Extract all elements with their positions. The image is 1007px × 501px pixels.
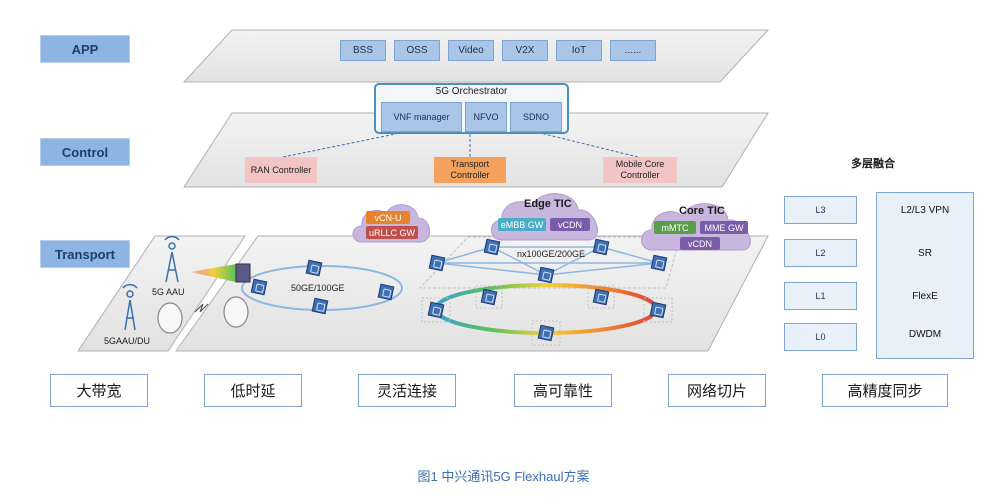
- tech-l2l3-vpn: L2/L3 VPN: [900, 205, 950, 216]
- feature-bandwidth: 大带宽: [50, 374, 148, 407]
- level-l0: L0: [784, 323, 857, 351]
- mobile-core-controller: Mobile Core Controller: [603, 157, 677, 183]
- aau-beam: [190, 264, 236, 282]
- tag-mmtc: mMTC: [654, 221, 696, 234]
- level-l2: L2: [784, 239, 857, 267]
- sdno-box: SDNO: [510, 102, 562, 132]
- tag-vcn-u: vCN-U: [366, 211, 410, 224]
- tech-sr: SR: [918, 248, 932, 259]
- link-ran-orch: [282, 130, 411, 158]
- ran-controller: RAN Controller: [245, 157, 317, 183]
- microwave-dish: [157, 296, 249, 334]
- transport-plane: [175, 235, 769, 352]
- app-item-iot: IoT: [556, 40, 602, 61]
- level-l3: L3: [784, 196, 857, 224]
- label-5g-aau: 5G AAU: [152, 287, 185, 297]
- edge-tic-title: Edge TIC: [524, 198, 572, 210]
- tag-embb-gw: eMBB GW: [498, 218, 546, 231]
- app-item-more: ......: [610, 40, 656, 61]
- core-mesh: [436, 246, 660, 276]
- vnf-manager-box: VNF manager: [381, 102, 462, 132]
- orchestrator-box: 5G Orchestrator VNF manager NFVO SDNO: [374, 83, 569, 134]
- label-nx100ge: nx100GE/200GE: [517, 249, 586, 259]
- du-box: [235, 263, 251, 283]
- feature-latency: 低时延: [204, 374, 302, 407]
- core-tic-title: Core TIC: [679, 205, 725, 217]
- nfvo-box: NFVO: [465, 102, 507, 132]
- tech-flexe: FlexE: [912, 291, 938, 302]
- tech-stack: L2/L3 VPN SR FlexE DWDM: [876, 192, 974, 359]
- app-item-oss: OSS: [394, 40, 440, 61]
- transport-controller: Transport Controller: [434, 157, 506, 183]
- feature-sync: 高精度同步: [822, 374, 948, 407]
- tag-core-vcdn: vCDN: [680, 237, 720, 250]
- edge-cloud: [491, 193, 598, 241]
- tower-5g-aau: [164, 235, 180, 283]
- app-item-v2x: V2X: [502, 40, 548, 61]
- label-50ge: 50GE/100GE: [291, 283, 345, 293]
- access-plane: [77, 235, 246, 352]
- tag-edge-vcdn: vCDN: [550, 218, 590, 231]
- feature-reliability: 高可靠性: [514, 374, 612, 407]
- tag-mme-gw: MME GW: [700, 221, 748, 234]
- layer-label-app: APP: [40, 35, 130, 63]
- feature-flexible-connection: 灵活连接: [358, 374, 456, 407]
- core-mesh-box: [418, 236, 681, 289]
- orchestrator-title: 5G Orchestrator: [435, 86, 508, 97]
- layer-label-control: Control: [40, 138, 130, 166]
- app-item-video: Video: [448, 40, 494, 61]
- level-l1: L1: [784, 282, 857, 310]
- figure-caption: 图1 中兴通讯5G Flexhaul方案: [417, 469, 590, 484]
- link-core-orch: [531, 130, 639, 158]
- feature-slicing: 网络切片: [668, 374, 766, 407]
- label-5gaau-du: 5GAAU/DU: [104, 336, 151, 346]
- tech-dwdm: DWDM: [908, 329, 942, 340]
- app-item-bss: BSS: [340, 40, 386, 61]
- multilayer-title: 多层融合: [851, 158, 895, 170]
- layer-label-transport: Transport: [40, 240, 130, 268]
- ring-node-frames: [421, 285, 673, 346]
- tag-urllc-gw: uRLLC GW: [366, 226, 418, 239]
- tower-5g-gaau: [122, 283, 138, 331]
